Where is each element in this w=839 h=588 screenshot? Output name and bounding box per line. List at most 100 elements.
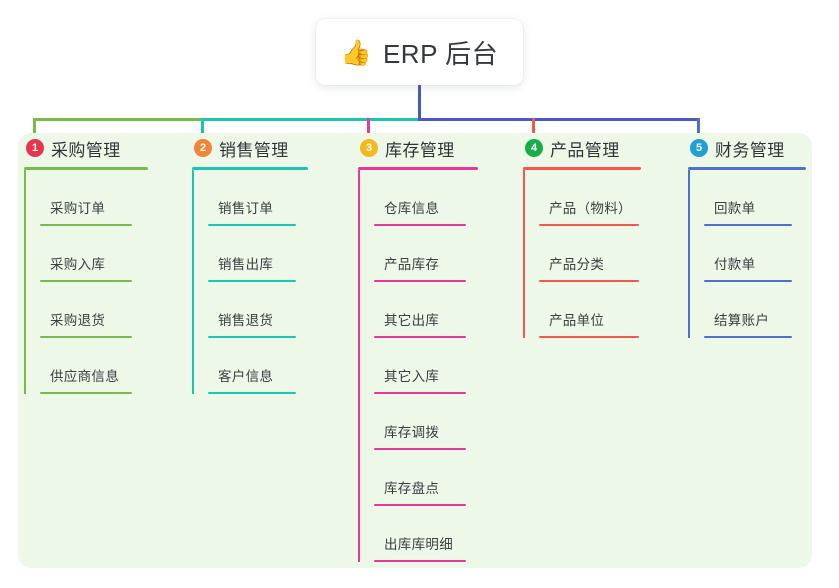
leaf-label: 销售出库	[218, 257, 274, 272]
leaf-item[interactable]: 销售出库	[208, 226, 316, 282]
leaf-item[interactable]: 其它入库	[374, 338, 484, 394]
column-underline-1	[24, 167, 148, 170]
leaf-label: 产品分类	[549, 257, 605, 272]
leaf-item[interactable]: 产品库存	[374, 226, 484, 282]
leaf-rule	[40, 224, 132, 226]
leaf-item[interactable]: 出库库明细	[374, 506, 484, 562]
leaf-rule	[374, 280, 466, 282]
column-spine-4	[523, 170, 525, 338]
thumbs-up-icon: 👍	[340, 38, 372, 67]
leaf-label: 采购订单	[50, 201, 106, 216]
column-items-2: 销售订单销售出库销售退货客户信息	[192, 170, 316, 394]
leaf-rule	[704, 336, 792, 338]
root-node[interactable]: 👍 ERP 后台	[316, 19, 523, 85]
leaf-rule	[374, 448, 466, 450]
diagram-panel: 1 采购管理采购订单采购入库采购退货供应商信息 2 销售管理销售订单销售出库销售退货客…	[18, 133, 812, 568]
column-header-5[interactable]: 5 财务管理	[688, 133, 808, 163]
leaf-item[interactable]: 销售订单	[208, 170, 316, 226]
column-badge-4: 4	[525, 139, 543, 157]
leaf-item[interactable]: 采购退货	[40, 282, 152, 338]
column-title-4: 产品管理	[550, 140, 620, 160]
leaf-item[interactable]: 回款单	[704, 170, 808, 226]
column-badge-3: 3	[360, 139, 378, 157]
leaf-item[interactable]: 库存盘点	[374, 450, 484, 506]
leaf-label: 销售订单	[218, 201, 274, 216]
leaf-rule	[40, 392, 132, 394]
column-spine-3	[358, 170, 360, 562]
leaf-rule	[208, 224, 296, 226]
leaf-label: 销售退货	[218, 313, 274, 328]
column-4: 4 产品管理产品（物料） 产品分类产品单位	[523, 133, 651, 338]
leaf-label: 产品库存	[384, 257, 440, 272]
leaf-label: 采购入库	[50, 257, 106, 272]
leaf-label: 其它入库	[384, 369, 440, 384]
column-title-3: 库存管理	[385, 140, 455, 160]
column-title-2: 销售管理	[219, 140, 289, 160]
leaf-rule	[539, 336, 639, 338]
leaf-item[interactable]: 产品（物料）	[539, 170, 651, 226]
leaf-rule	[374, 336, 466, 338]
leaf-label: 产品（物料）	[549, 201, 632, 216]
leaf-label: 出库库明细	[384, 537, 453, 552]
leaf-label: 结算账户	[714, 313, 770, 328]
leaf-item[interactable]: 客户信息	[208, 338, 316, 394]
leaf-rule	[374, 392, 466, 394]
leaf-rule	[208, 392, 296, 394]
column-items-3: 仓库信息产品库存其它出库其它入库库存调拨库存盘点出库库明细	[358, 170, 484, 562]
leaf-label: 回款单	[714, 201, 756, 216]
leaf-label: 库存盘点	[384, 481, 440, 496]
leaf-label: 付款单	[714, 257, 756, 272]
column-spine-1	[24, 170, 26, 394]
bus-segment-2	[200, 118, 421, 121]
column-underline-3	[358, 167, 478, 170]
leaf-rule	[539, 280, 639, 282]
column-items-1: 采购订单采购入库采购退货供应商信息	[24, 170, 152, 394]
leaf-item[interactable]: 产品单位	[539, 282, 651, 338]
column-header-2[interactable]: 2 销售管理	[192, 133, 316, 163]
leaf-item[interactable]: 仓库信息	[374, 170, 484, 226]
column-1: 1 采购管理采购订单采购入库采购退货供应商信息	[24, 133, 152, 394]
leaf-item[interactable]: 供应商信息	[40, 338, 152, 394]
leaf-rule	[40, 280, 132, 282]
bus-segment-3	[417, 118, 700, 121]
column-header-4[interactable]: 4 产品管理	[523, 133, 651, 163]
column-header-1[interactable]: 1 采购管理	[24, 133, 152, 163]
leaf-item[interactable]: 付款单	[704, 226, 808, 282]
leaf-rule	[40, 336, 132, 338]
leaf-item[interactable]: 销售退货	[208, 282, 316, 338]
column-5: 5 财务管理回款单付款单结算账户	[688, 133, 808, 338]
column-title-5: 财务管理	[715, 140, 785, 160]
leaf-rule	[539, 224, 639, 226]
column-title-1: 采购管理	[51, 140, 121, 160]
column-underline-2	[192, 167, 308, 170]
leaf-label: 客户信息	[218, 369, 274, 384]
leaf-rule	[374, 504, 466, 506]
column-header-3[interactable]: 3 库存管理	[358, 133, 484, 163]
leaf-rule	[704, 224, 792, 226]
leaf-rule	[208, 336, 296, 338]
trunk-line	[417, 85, 421, 121]
column-spine-2	[192, 170, 194, 394]
leaf-label: 库存调拨	[384, 425, 440, 440]
leaf-label: 其它出库	[384, 313, 440, 328]
column-badge-2: 2	[194, 139, 212, 157]
leaf-item[interactable]: 结算账户	[704, 282, 808, 338]
leaf-item[interactable]: 采购订单	[40, 170, 152, 226]
column-3: 3 库存管理仓库信息产品库存其它出库其它入库库存调拨库存盘点出库库明细	[358, 133, 484, 562]
leaf-label: 产品单位	[549, 313, 605, 328]
leaf-rule	[374, 224, 466, 226]
leaf-item[interactable]: 其它出库	[374, 282, 484, 338]
column-items-4: 产品（物料） 产品分类产品单位	[523, 170, 651, 338]
leaf-rule	[208, 280, 296, 282]
leaf-rule	[374, 560, 466, 562]
column-underline-4	[523, 167, 641, 170]
column-badge-1: 1	[26, 139, 44, 157]
root-title: ERP 后台	[382, 38, 499, 69]
leaf-item[interactable]: 库存调拨	[374, 394, 484, 450]
leaf-item[interactable]: 产品分类	[539, 226, 651, 282]
column-spine-5	[688, 170, 690, 338]
column-badge-5: 5	[690, 139, 708, 157]
bus-segment-1	[32, 118, 204, 121]
leaf-item[interactable]: 采购入库	[40, 226, 152, 282]
column-2: 2 销售管理销售订单销售出库销售退货客户信息	[192, 133, 316, 394]
